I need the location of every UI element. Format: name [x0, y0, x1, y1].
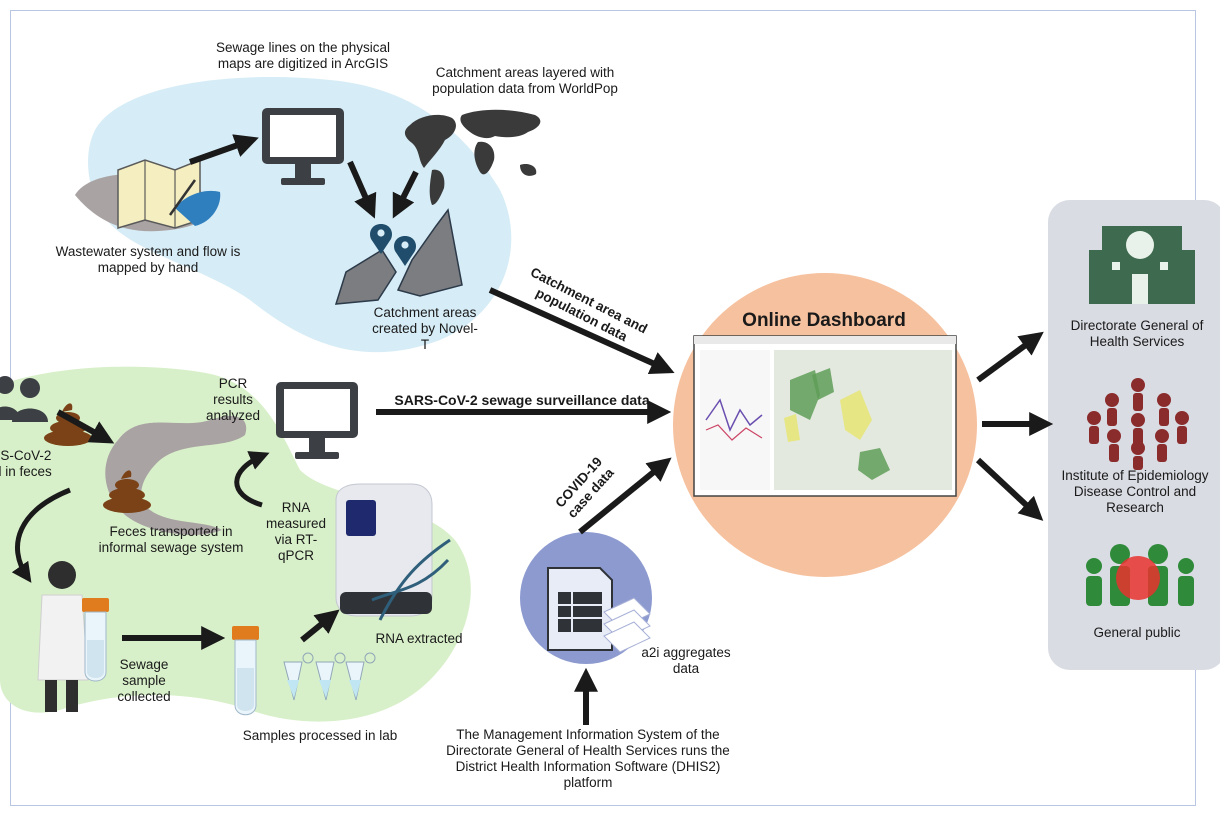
tube-icon — [232, 626, 259, 716]
computer-icon — [262, 108, 344, 185]
label-a2i: a2i aggregates data — [641, 645, 731, 676]
flow-label-surveillance: SARS-CoV-2 sewage surveillance data — [394, 392, 650, 408]
arrow-pcr-to-computer — [234, 451, 270, 508]
flow-arrows — [56, 134, 1054, 725]
label-wastewater-mapped: Wastewater system and flow is mapped by … — [55, 244, 241, 275]
pcr-machine-icon — [335, 483, 433, 617]
label-sewage-lines: Sewage lines on the physical maps are di… — [215, 40, 391, 71]
people-icon — [0, 376, 48, 422]
microtube-icon — [283, 652, 376, 701]
audience-label-public: General public — [1093, 625, 1181, 640]
label-rna-measured: RNA measured via RT-qPCR — [266, 500, 327, 563]
general-public-icon — [1086, 544, 1194, 606]
arrow-worldmap-to-catchment — [392, 170, 419, 219]
label-feces-transported: Feces transported in informal sewage sys… — [98, 524, 244, 555]
world-map-icon — [404, 109, 541, 205]
dashboard-title: Online Dashboard — [742, 310, 906, 331]
curved-arrows — [11, 451, 270, 583]
map-hand-icon — [75, 158, 221, 232]
arrow-feces-to-river — [56, 409, 115, 444]
label-catchment-layered: Catchment areas layered with population … — [432, 65, 618, 96]
arrow-computer-to-catchment — [347, 160, 377, 219]
audience-label-iedcr: Institute of Epidemiology Disease Contro… — [1061, 468, 1209, 515]
label-catchment-created: Catchment areas created by Novel-T — [372, 305, 478, 352]
label-pcr-results: PCR results analyzed — [205, 376, 261, 423]
arrow-river-to-scientist — [11, 487, 71, 583]
dashboard-screenshot — [693, 335, 957, 497]
label-sewage-sample: Sewage sample collected — [117, 657, 171, 704]
arrow-samples-to-pcr — [300, 609, 340, 643]
label-samples-processed: Samples processed in lab — [242, 728, 398, 743]
label-sars-feces: SARS-CoV-2 shed in feces — [0, 448, 52, 479]
tube-icon — [82, 598, 109, 682]
dna-icon — [371, 538, 451, 621]
arrow-a2i-to-dashboard — [578, 457, 672, 535]
hospital-icon — [1089, 226, 1195, 304]
database-icon — [547, 567, 651, 653]
arrow-catchment-to-dashboard — [488, 287, 675, 375]
arrow-map-to-computer — [188, 134, 259, 165]
catchment-polygons-icon — [334, 208, 463, 305]
feces-icon — [103, 470, 151, 513]
audience-label-dghs: Directorate General of Health Services — [1070, 318, 1204, 349]
computer-icon — [276, 382, 358, 459]
network-people-icon — [1087, 378, 1189, 470]
label-rna-extracted: RNA extracted — [375, 631, 463, 646]
arrow-dashboard-to-public — [975, 457, 1044, 521]
scientist-icon — [37, 561, 89, 712]
arrow-dashboard-to-dghs — [976, 331, 1044, 383]
label-mis: The Management Information System of the… — [446, 727, 730, 790]
